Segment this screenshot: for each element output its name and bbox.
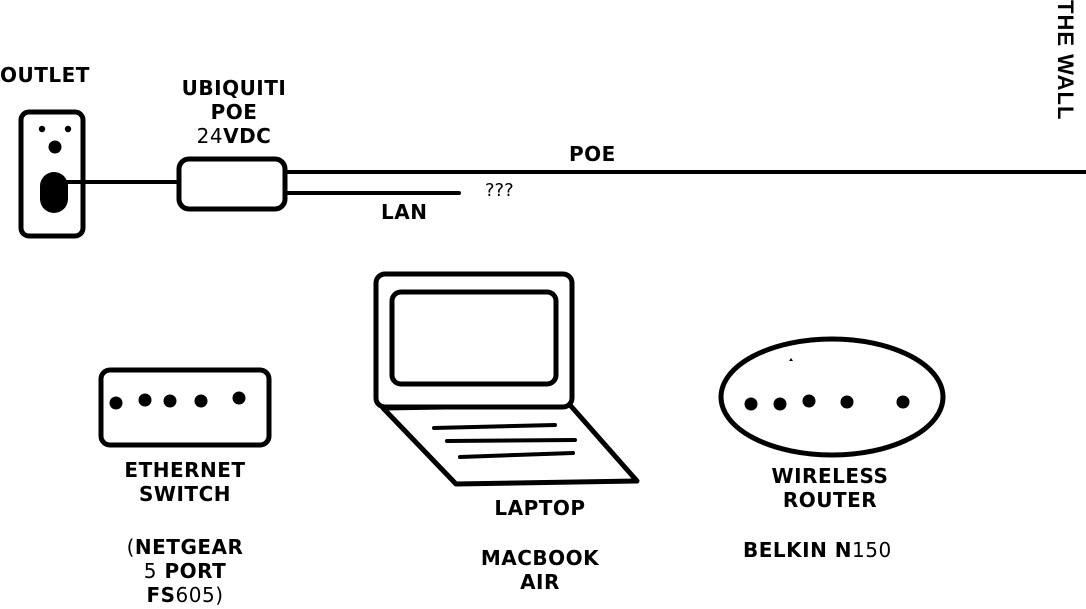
laptop-label: LAPTOP [450, 496, 630, 520]
poe-adapter-icon [176, 156, 288, 212]
switch-port-count: 5 [143, 559, 157, 583]
switch-label-line2: SWITCH [139, 482, 231, 506]
voltage-number: 24 [196, 124, 224, 148]
wall-label: THE WALL [1053, 0, 1078, 121]
switch-label: ETHERNET SWITCH [95, 458, 275, 506]
poe-cable-label: POE [569, 142, 616, 166]
router-port-icon [840, 395, 854, 409]
switch-model-label: (NETGEAR 5 PORT FS605) [95, 535, 275, 607]
laptop-label-line1: LAPTOP [494, 496, 586, 520]
switch-model-line1: (NETGEAR [95, 535, 275, 559]
switch-label-line1: ETHERNET [124, 458, 246, 482]
router-port-icon [773, 397, 787, 411]
switch-port-word: PORT [164, 559, 227, 583]
switch-model-line3: FS605) [95, 583, 275, 607]
poe-adapter-label-line2: POE [210, 100, 258, 124]
laptop-model-label: MACBOOK AIR [450, 546, 630, 594]
switch-port-icon [194, 394, 208, 408]
voltage-unit: VDC [223, 124, 272, 148]
router-port-icon [802, 394, 816, 408]
switch-port-icon [163, 394, 177, 408]
laptop-model-line1: MACBOOK [480, 546, 600, 570]
switch-port-icon [138, 393, 152, 407]
switch-port-icon [109, 396, 123, 410]
lan-cable-label: LAN [381, 200, 428, 224]
poe-adapter-label-line3: 24VDC [160, 124, 308, 148]
switch-model-line2: 5 PORT [95, 559, 275, 583]
unknown-connection-label: ??? [485, 180, 514, 201]
wireless-router-icon [718, 336, 946, 458]
switch-model-prefix: FS [146, 583, 176, 607]
router-label: WIRELESS ROUTER [740, 464, 920, 512]
outlet-icon [18, 109, 86, 239]
laptop-model-line2: AIR [520, 570, 560, 594]
router-label-line2: ROUTER [782, 488, 878, 512]
outlet-label: OUTLET [0, 63, 90, 87]
router-port-icon [744, 397, 758, 411]
router-port-icon [896, 395, 910, 409]
router-model-label: BELKIN N150 [743, 538, 892, 562]
switch-model-number: 605) [175, 583, 224, 607]
router-label-line1: WIRELESS [771, 464, 889, 488]
laptop-icon [373, 271, 640, 487]
switch-brand: NETGEAR [134, 535, 244, 559]
router-model-brand: BELKIN N [743, 538, 853, 562]
poe-adapter-label-line1: UBIQUITI [181, 76, 287, 100]
poe-adapter-label: UBIQUITI POE 24VDC [160, 76, 308, 148]
open-paren: ( [126, 535, 135, 559]
ethernet-switch-icon [98, 367, 272, 448]
router-model-number: 150 [852, 538, 892, 562]
switch-port-icon [232, 391, 246, 405]
